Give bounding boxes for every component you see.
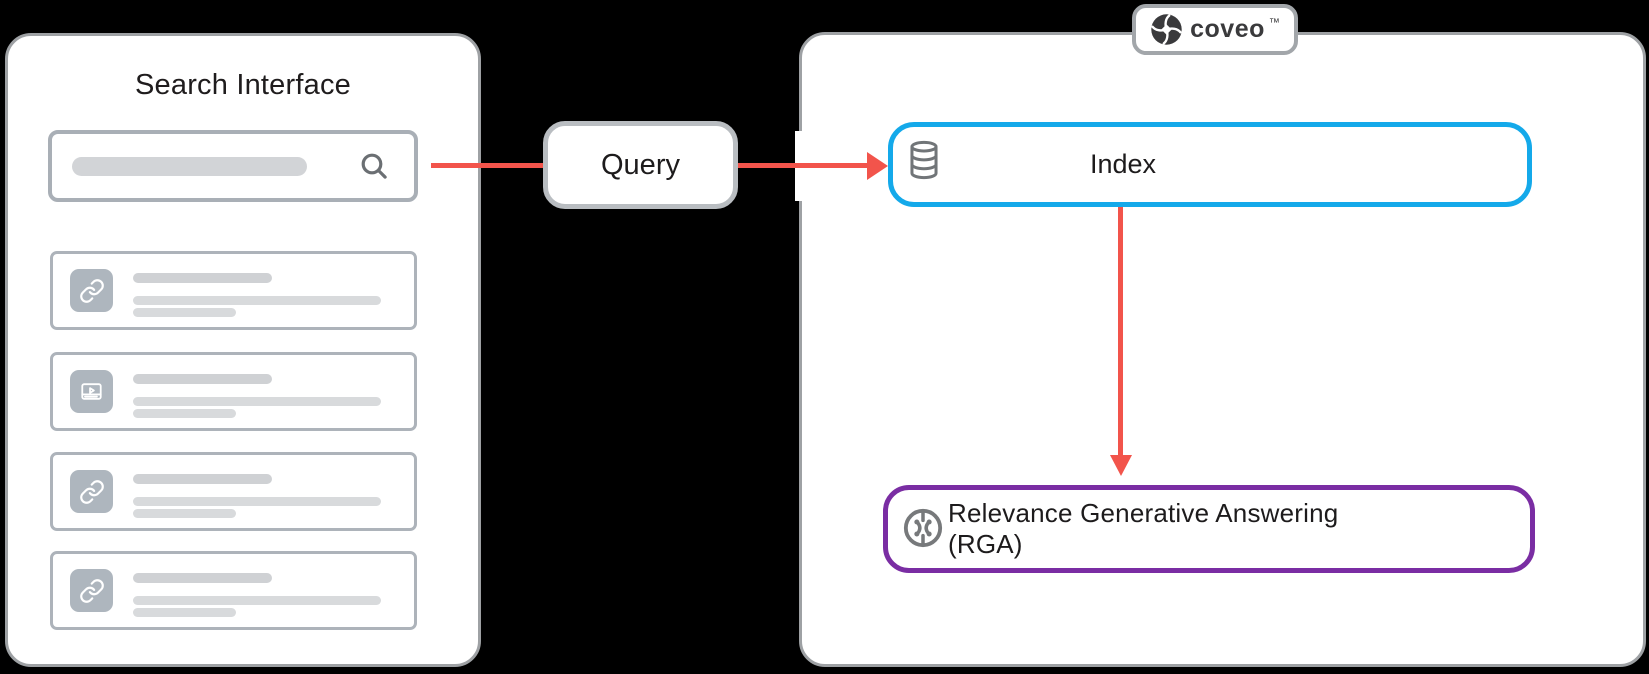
link-icon bbox=[70, 569, 113, 612]
skeleton-text-line bbox=[133, 308, 236, 317]
skeleton-title-line bbox=[133, 573, 272, 583]
arrowhead-down-icon bbox=[1110, 455, 1132, 476]
link-icon bbox=[70, 470, 113, 513]
skeleton-text-line bbox=[133, 296, 381, 305]
search-input[interactable] bbox=[48, 130, 418, 202]
skeleton-text-line bbox=[133, 497, 381, 506]
rga-node-label: Relevance Generative Answering (RGA) bbox=[948, 498, 1339, 559]
skeleton-text-line bbox=[133, 596, 381, 605]
skeleton-text-line bbox=[133, 409, 236, 418]
index-node-label: Index bbox=[1089, 149, 1157, 179]
coveo-logo-icon bbox=[1150, 13, 1183, 46]
coveo-trademark: ™ bbox=[1268, 17, 1280, 29]
skeleton-text-line bbox=[133, 608, 236, 617]
query-node-label: Query bbox=[601, 148, 680, 181]
query-node: Query bbox=[543, 121, 738, 209]
arrowhead-right-icon bbox=[867, 152, 888, 180]
link-icon bbox=[70, 269, 113, 312]
coveo-brand-text: coveo bbox=[1190, 15, 1265, 43]
skeleton-title-line bbox=[133, 273, 272, 283]
search-interface-panel: Search Interface bbox=[5, 33, 481, 667]
arrow-index-to-rga bbox=[1118, 207, 1123, 455]
rga-node: Relevance Generative Answering (RGA) bbox=[883, 485, 1535, 573]
search-icon[interactable] bbox=[358, 150, 390, 182]
index-node: Index bbox=[888, 122, 1532, 207]
coveo-panel: Index Relevance G bbox=[799, 32, 1646, 667]
result-card[interactable] bbox=[50, 251, 417, 330]
database-icon bbox=[905, 140, 943, 191]
coveo-brand-badge: coveo ™ bbox=[1132, 4, 1298, 55]
arrow-query-to-index bbox=[738, 163, 868, 168]
skeleton-title-line bbox=[133, 474, 272, 484]
rga-icon bbox=[903, 508, 943, 553]
skeleton-text-line bbox=[133, 509, 236, 518]
result-card[interactable] bbox=[50, 352, 417, 431]
result-card[interactable] bbox=[50, 551, 417, 630]
result-card[interactable] bbox=[50, 452, 417, 531]
video-icon bbox=[70, 370, 113, 413]
arrow-search-to-query bbox=[431, 163, 543, 168]
skeleton-title-line bbox=[133, 374, 272, 384]
search-interface-title: Search Interface bbox=[135, 69, 351, 101]
search-placeholder-pill bbox=[72, 157, 307, 176]
skeleton-text-line bbox=[133, 397, 381, 406]
